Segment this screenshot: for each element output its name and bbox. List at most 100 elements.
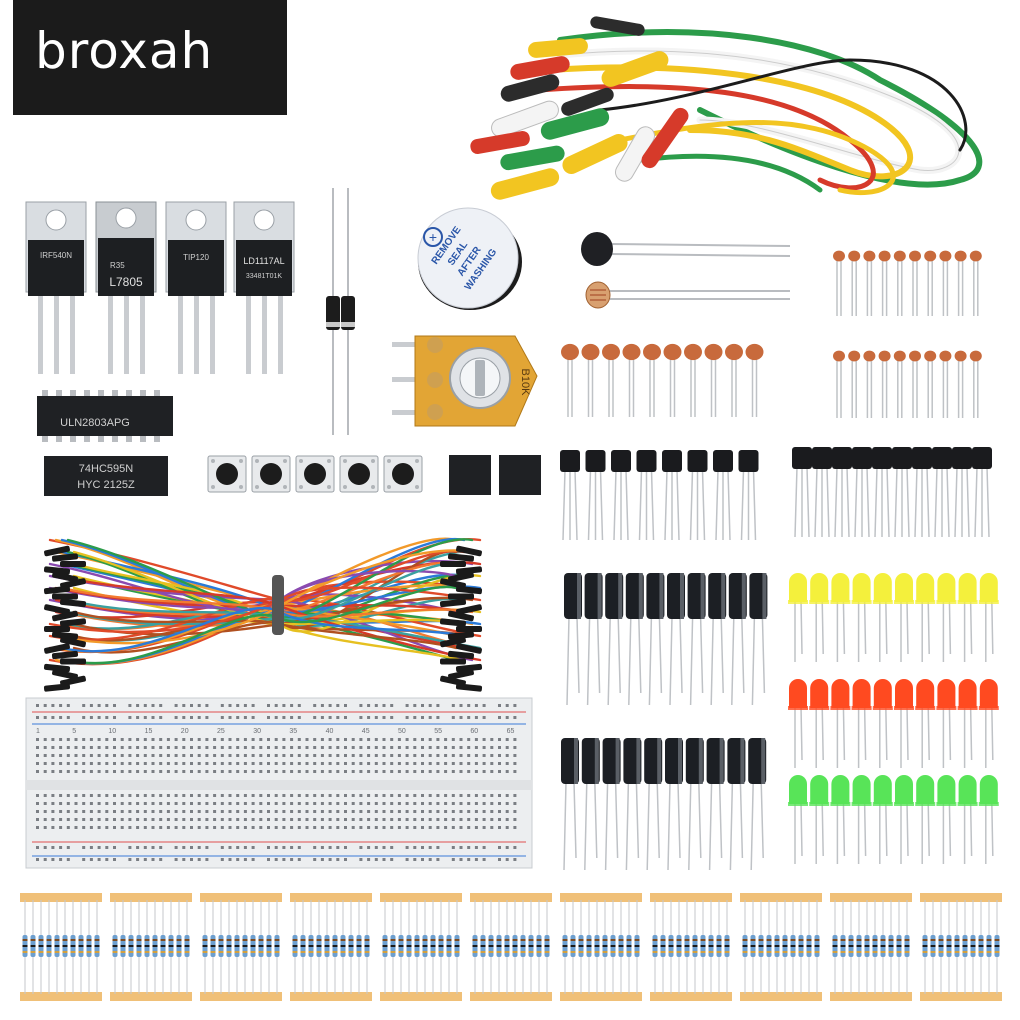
resistors (20, 893, 1002, 1001)
led (788, 573, 808, 662)
ic-1-marking: ULN2803APG (60, 417, 130, 429)
led (936, 775, 957, 864)
thermistor (581, 232, 791, 266)
brand-name: broxah (35, 22, 214, 80)
led (957, 573, 978, 662)
led (978, 573, 999, 662)
electrolytic-capacitor (667, 573, 685, 706)
regulator-2-marking-2: L7805 (109, 275, 143, 289)
electrolytic-capacitor (706, 738, 725, 871)
electrolytic-capacitors (561, 573, 768, 871)
push-button (251, 455, 291, 493)
regulator-1-marking: IRF540N (40, 251, 72, 260)
led (915, 679, 936, 768)
ceramic-capacitor (939, 250, 952, 316)
breadboard-column-number: 55 (434, 728, 442, 735)
ceramic-capacitor (939, 350, 952, 418)
transistor (812, 447, 832, 538)
alligator-clips (470, 16, 689, 200)
electrolytic-capacitor (708, 573, 727, 706)
led (872, 679, 893, 768)
electrolytic-capacitor (584, 573, 603, 706)
breadboard-column-number: 5 (72, 728, 76, 735)
led (851, 679, 872, 768)
breadboard-column-number: 40 (326, 728, 334, 735)
ceramic-capacitor (893, 250, 906, 316)
resistor-strip (650, 893, 732, 1001)
to92-transistors (560, 447, 992, 541)
regulator-3: TIP120 (165, 201, 227, 374)
ceramic-capacitor (924, 350, 937, 418)
regulator-1: IRF540N (25, 201, 87, 374)
transistor (952, 447, 972, 538)
ceramic-capacitor (878, 250, 891, 316)
resistor-strip (380, 893, 462, 1001)
potentiometer: B10K (392, 335, 538, 427)
resistor-strip (470, 893, 552, 1001)
breadboard-column-number: 50 (398, 728, 406, 735)
led (894, 775, 914, 864)
led (872, 573, 893, 662)
electrolytic-capacitor (728, 573, 747, 706)
electrolytic-capacitor (605, 573, 624, 706)
breadboard-column-number: 15 (145, 728, 153, 735)
resistor-strip (740, 893, 822, 1001)
ceramic-capacitors (561, 250, 982, 418)
ceramic-capacitor (909, 350, 921, 418)
breadboard-column-number: 60 (470, 728, 478, 735)
led (851, 775, 872, 864)
ic-uln2803: ULN2803APG (37, 390, 173, 442)
led (830, 775, 851, 864)
led (894, 573, 914, 662)
led (894, 679, 914, 768)
transistor (932, 447, 952, 538)
to220-components: IRF540N R35 L7805 TIP120 LD1117AL 33481T… (25, 201, 295, 374)
electrolytic-capacitor (625, 573, 644, 706)
electrolytic-capacitor (749, 573, 768, 706)
push-button (207, 455, 247, 493)
led (915, 775, 936, 864)
jumper-wire-bundle (43, 537, 483, 692)
electrolytic-capacitor (602, 738, 621, 871)
regulator-2: R35 L7805 (95, 201, 157, 374)
ceramic-capacitor (924, 250, 937, 316)
electrolytic-capacitor (685, 738, 704, 871)
led (915, 573, 936, 662)
electrolytic-capacitor (561, 738, 579, 871)
electrolytic-capacitor (644, 738, 663, 871)
transistor (792, 447, 812, 538)
ceramic-capacitor (969, 250, 982, 316)
brand-logo: broxah (13, 0, 287, 115)
push-button (383, 455, 423, 493)
electrolytic-capacitor (748, 738, 767, 871)
breadboard-column-number: 10 (108, 728, 116, 735)
led (809, 573, 830, 662)
buzzer-polarity-symbol: + (429, 229, 437, 245)
breadboard-column-number: 20 (181, 728, 189, 735)
ceramic-capacitor (848, 250, 861, 316)
breadboard-column-number: 1 (36, 728, 40, 735)
alligator-clip-leads (537, 29, 983, 196)
ceramic-capacitor (602, 343, 620, 417)
diodes (326, 188, 355, 435)
ceramic-capacitor (663, 343, 682, 417)
ic-8pin-1 (449, 455, 491, 495)
led (830, 679, 851, 768)
transistor (687, 450, 708, 541)
ceramic-capacitor (833, 250, 845, 316)
regulator-4-marking-2: 33481T01K (246, 273, 283, 280)
transistor (852, 447, 872, 538)
breadboard-column-number: 65 (507, 728, 515, 735)
ceramic-capacitor (622, 343, 641, 417)
ceramic-capacitor (704, 343, 723, 417)
resistor-strip (20, 893, 102, 1001)
transistor (738, 450, 759, 541)
transistor (912, 447, 932, 538)
ceramic-capacitor (833, 350, 845, 418)
led (830, 573, 851, 662)
breadboard-column-number: 25 (217, 728, 225, 735)
regulator-4-marking-1: LD1117AL (243, 256, 284, 266)
ceramic-capacitor (954, 350, 967, 418)
